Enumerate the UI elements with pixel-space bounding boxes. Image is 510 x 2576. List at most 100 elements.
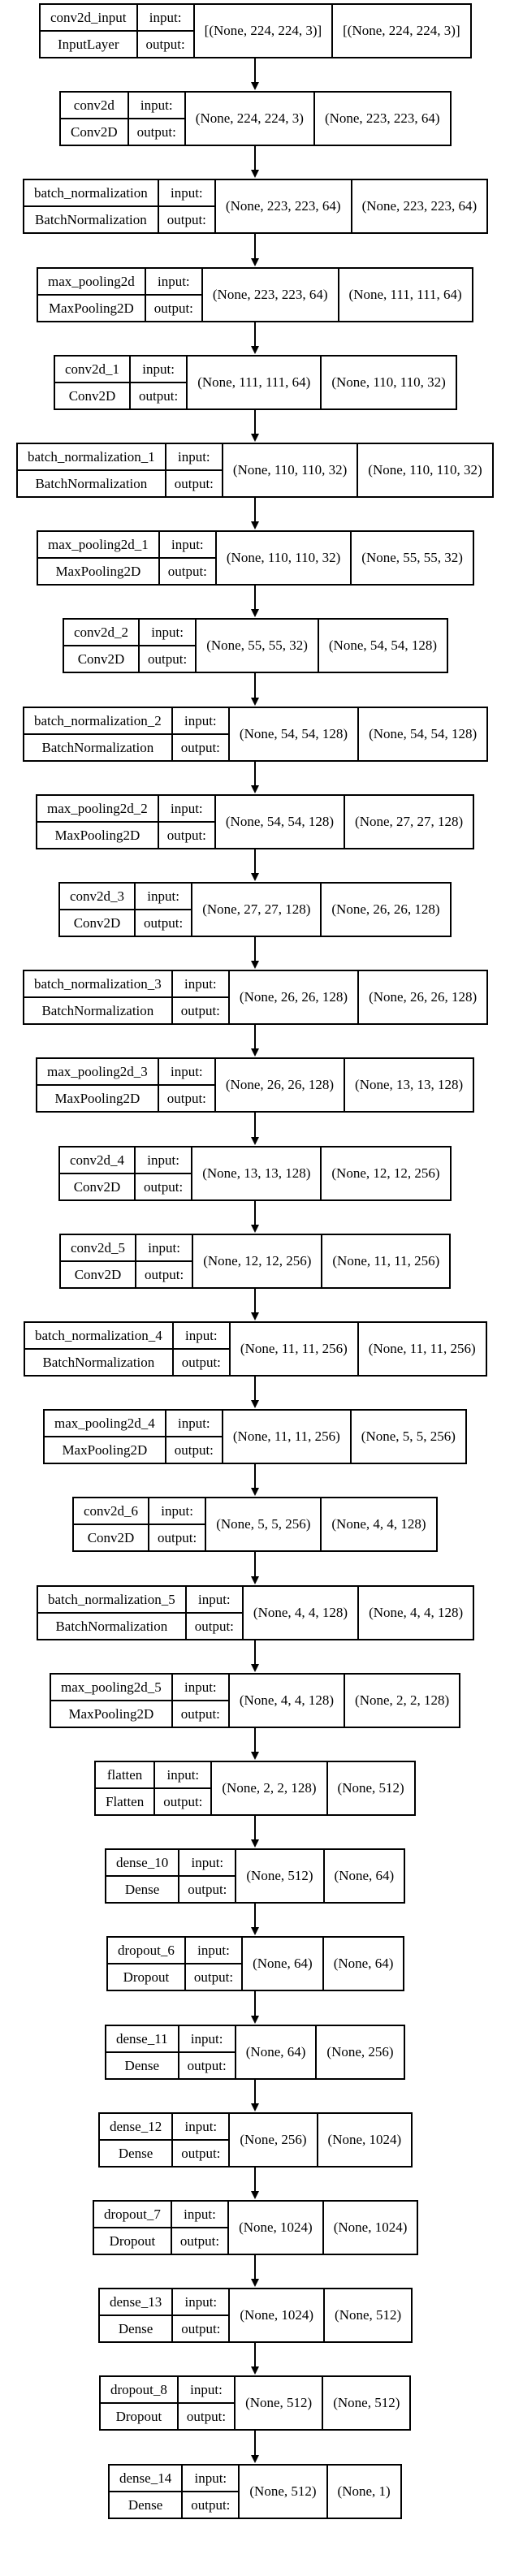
arrowhead <box>251 2016 259 2024</box>
layer-name: conv2d <box>61 93 128 119</box>
input-shape: (None, 27, 27, 128) <box>192 884 322 936</box>
output-shape: (None, 1024) <box>327 2132 402 2147</box>
layer-name: dropout_7 <box>94 2202 171 2228</box>
input-shape: (None, 11, 11, 256) <box>231 1323 359 1375</box>
io-labels-cell: input:output: <box>178 2377 236 2429</box>
output-label: output: <box>144 1178 184 1195</box>
input-label: input: <box>159 532 215 559</box>
io-labels-cell: input:output: <box>172 1675 230 1727</box>
arrowhead <box>251 1048 259 1057</box>
output-shape: (None, 110, 110, 32) <box>368 462 482 478</box>
layer-type: Dense <box>124 1881 160 1897</box>
arrowhead <box>251 1576 259 1584</box>
input-shape: (None, 4, 4, 128) <box>244 1587 360 1639</box>
input-shape: (None, 54, 54, 128) <box>230 708 360 760</box>
layer-type: Dense <box>118 2145 153 2161</box>
output-label: output: <box>166 827 206 843</box>
io-labels-cell: input:output: <box>173 1323 231 1375</box>
output-shape: (None, 13, 13, 128) <box>355 1077 464 1092</box>
input-shape: (None, 224, 224, 3) <box>186 93 315 145</box>
input-label: input: <box>155 1762 211 1789</box>
input-label: input: <box>137 5 193 32</box>
layer-type: Conv2D <box>74 1266 122 1282</box>
arrowhead <box>251 1225 259 1233</box>
input-shape: (None, 26, 26, 128) <box>230 971 360 1023</box>
layer-type: Conv2D <box>73 1178 121 1195</box>
input-shape: (None, 5, 5, 256) <box>206 1498 322 1550</box>
output-label: output: <box>179 2232 220 2249</box>
input-label: input: <box>173 2114 229 2141</box>
layer-name: batch_normalization_5 <box>38 1587 185 1614</box>
output-label: output: <box>163 1793 203 1809</box>
layer-type: Conv2D <box>68 387 116 404</box>
layer-name: batch_normalization_1 <box>18 444 165 471</box>
input-shape: (None, 64) <box>243 1938 324 1990</box>
output-label: output: <box>144 914 184 931</box>
input-shape: (None, 110, 110, 32) <box>217 532 352 584</box>
io-labels-cell: input:output: <box>179 2026 236 2078</box>
layer-name: max_pooling2d_1 <box>38 532 158 559</box>
input-label: input: <box>166 1411 222 1437</box>
arrowhead <box>251 961 259 969</box>
input-shape: (None, 12, 12, 256) <box>193 1235 323 1287</box>
output-shape: [(None, 224, 224, 3)] <box>343 23 460 38</box>
io-labels-cell: input:output: <box>140 620 197 672</box>
layer-type: MaxPooling2D <box>62 1441 148 1458</box>
arrowhead <box>251 258 259 266</box>
input-label: input: <box>149 1498 205 1525</box>
layer-type: BatchNormalization <box>34 211 147 227</box>
input-shape: (None, 55, 55, 32) <box>197 620 319 672</box>
input-label: input: <box>179 1850 236 1877</box>
input-shape: (None, 1024) <box>230 2289 326 2341</box>
arrowhead <box>251 2455 259 2463</box>
input-label: input: <box>172 708 228 735</box>
io-labels-cell: input:output: <box>172 708 230 760</box>
arrowhead <box>251 2191 259 2199</box>
layer-type: MaxPooling2D <box>55 563 141 579</box>
output-shape: (None, 5, 5, 256) <box>361 1428 456 1444</box>
layer-type: Dense <box>118 2320 153 2336</box>
io-labels-cell: input:output: <box>171 2202 230 2254</box>
io-labels-cell: input:output: <box>136 1235 194 1287</box>
input-shape: (None, 2, 2, 128) <box>212 1762 328 1814</box>
input-label: input: <box>183 2466 239 2492</box>
output-shape: (None, 54, 54, 128) <box>369 726 478 741</box>
input-label: input: <box>173 2289 229 2316</box>
output-shape: (None, 111, 111, 64) <box>348 287 462 302</box>
output-label: output: <box>166 1090 206 1106</box>
layer-name: max_pooling2d_2 <box>37 796 158 823</box>
output-label: output: <box>166 211 206 227</box>
input-label: input: <box>158 180 214 207</box>
arrowhead <box>251 2366 259 2375</box>
layer-name: max_pooling2d_4 <box>45 1411 165 1437</box>
io-labels-cell: input: output: <box>173 2114 231 2166</box>
arrowhead <box>251 346 259 354</box>
output-label: output: <box>181 2145 221 2161</box>
output-label: output: <box>153 300 193 316</box>
output-shape: (None, 512) <box>337 1780 404 1796</box>
layer-type: BatchNormalization <box>42 1354 155 1370</box>
layer-name: conv2d_input <box>41 5 136 32</box>
